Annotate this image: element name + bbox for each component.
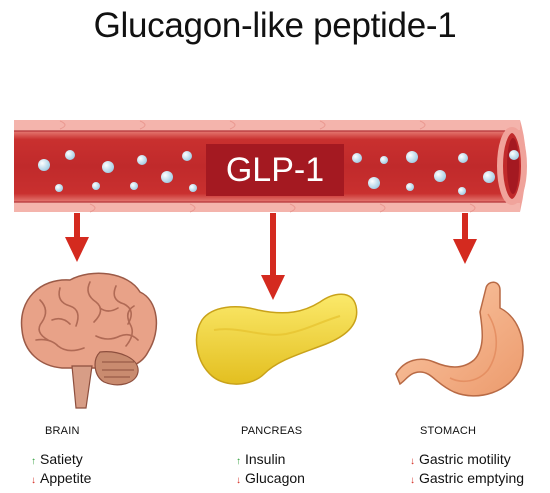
effect-item: ↓Glucagon bbox=[236, 470, 305, 489]
decrease-arrow-icon: ↓ bbox=[410, 475, 415, 486]
decrease-arrow-icon: ↓ bbox=[410, 456, 415, 467]
effect-item: ↓Gastric motility bbox=[410, 451, 524, 470]
stomach-effects: ↓Gastric motility ↓Gastric emptying bbox=[410, 451, 524, 489]
stomach-icon bbox=[395, 281, 524, 397]
increase-arrow-icon: ↑ bbox=[236, 456, 241, 467]
brain-effects: ↑Satiety ↓Appetite bbox=[31, 451, 91, 489]
arrow-to-pancreas bbox=[261, 213, 285, 300]
decrease-arrow-icon: ↓ bbox=[236, 475, 241, 486]
increase-arrow-icon: ↑ bbox=[31, 456, 36, 467]
arrow-to-brain bbox=[65, 213, 89, 262]
effect-item: ↓Appetite bbox=[31, 470, 91, 489]
effect-item: ↑Insulin bbox=[236, 451, 305, 470]
brain-icon bbox=[20, 272, 158, 409]
arrow-to-stomach bbox=[453, 213, 477, 264]
organ-label-pancreas: PANCREAS bbox=[241, 425, 303, 437]
arrows bbox=[65, 213, 477, 300]
pancreas-effects: ↑Insulin ↓Glucagon bbox=[236, 451, 305, 489]
pancreas-icon bbox=[195, 293, 358, 385]
glp1-label: GLP-1 bbox=[206, 144, 344, 196]
diagram-title: Glucagon-like peptide-1 bbox=[93, 6, 457, 45]
organ-label-brain: BRAIN bbox=[45, 425, 80, 437]
effect-item: ↓Gastric emptying bbox=[410, 470, 524, 489]
organ-label-stomach: STOMACH bbox=[420, 425, 477, 437]
effect-item: ↑Satiety bbox=[31, 451, 91, 470]
decrease-arrow-icon: ↓ bbox=[31, 475, 36, 486]
